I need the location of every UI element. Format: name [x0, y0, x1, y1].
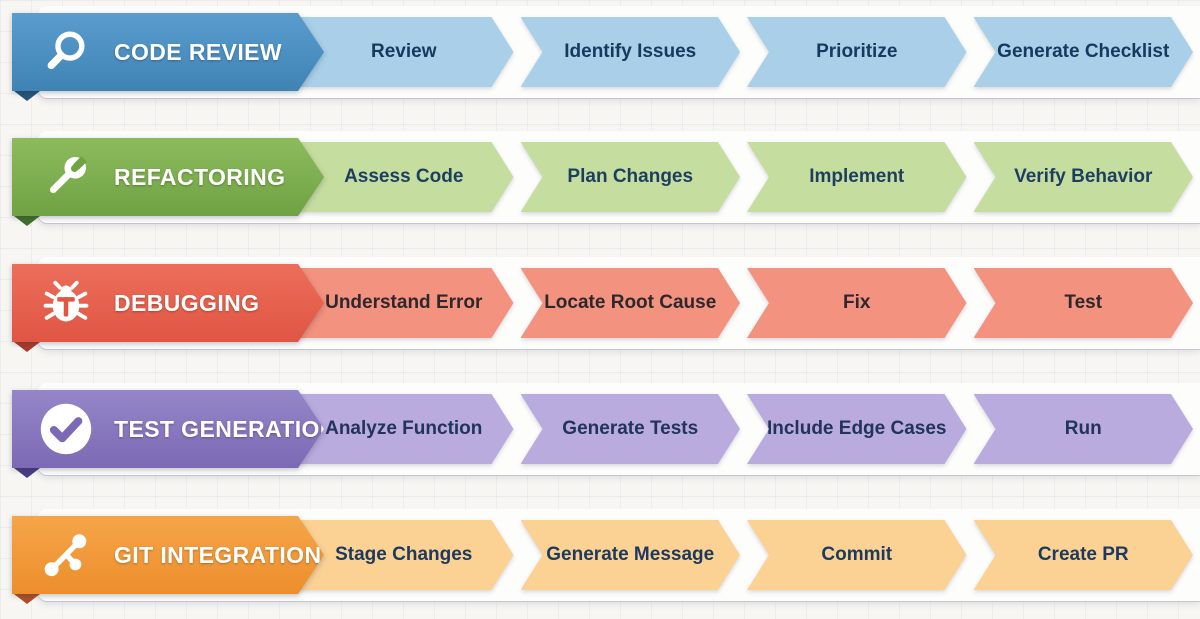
step-chevron: Identify Issues [521, 17, 741, 87]
steps-strip: Stage Changes Generate Message Commit Cr… [294, 520, 1193, 590]
workflow-row-test-generation: Analyze Function Generate Tests Include … [0, 383, 1200, 493]
steps-strip: Understand Error Locate Root Cause Fix T… [294, 268, 1193, 338]
row-title: GIT INTEGRATION [114, 541, 322, 568]
step-chevron: Test [974, 268, 1194, 338]
step-chevron: Plan Changes [521, 142, 741, 212]
workflow-row-git-integration: Stage Changes Generate Message Commit Cr… [0, 509, 1200, 619]
step-chevron: Prioritize [747, 17, 967, 87]
step-chevron: Generate Tests [521, 394, 741, 464]
step-chevron: Analyze Function [294, 394, 514, 464]
ribbon-fold [14, 91, 40, 101]
git-branch-icon [38, 527, 94, 583]
ribbon-fold [14, 216, 40, 226]
row-title: REFACTORING [114, 163, 286, 190]
row-title: CODE REVIEW [114, 38, 282, 65]
step-chevron: Understand Error [294, 268, 514, 338]
steps-strip: Analyze Function Generate Tests Include … [294, 394, 1193, 464]
workflow-row-refactoring: Assess Code Plan Changes Implement Verif… [0, 131, 1200, 241]
step-chevron: Generate Checklist [974, 17, 1194, 87]
row-header: TEST GENERATION [12, 390, 324, 468]
workflow-row-code-review: Review Identify Issues Prioritize Genera… [0, 6, 1200, 116]
step-chevron: Create PR [974, 520, 1194, 590]
row-header: DEBUGGING [12, 264, 324, 342]
step-chevron: Verify Behavior [974, 142, 1194, 212]
steps-strip: Review Identify Issues Prioritize Genera… [294, 17, 1193, 87]
ribbon-fold [14, 594, 40, 604]
search-icon [38, 24, 94, 80]
row-header: CODE REVIEW [12, 13, 324, 91]
step-chevron: Run [974, 394, 1194, 464]
bug-icon [38, 275, 94, 331]
step-chevron: Include Edge Cases [747, 394, 967, 464]
wrench-icon [38, 149, 94, 205]
step-chevron: Commit [747, 520, 967, 590]
steps-strip: Assess Code Plan Changes Implement Verif… [294, 142, 1193, 212]
ribbon-fold [14, 342, 40, 352]
row-header: REFACTORING [12, 138, 324, 216]
step-chevron: Generate Message [521, 520, 741, 590]
row-title: TEST GENERATION [114, 415, 337, 442]
row-header: GIT INTEGRATION [12, 516, 324, 594]
ribbon-fold [14, 468, 40, 478]
workflow-row-debugging: Understand Error Locate Root Cause Fix T… [0, 257, 1200, 367]
step-chevron: Implement [747, 142, 967, 212]
step-chevron: Assess Code [294, 142, 514, 212]
step-chevron: Stage Changes [294, 520, 514, 590]
step-chevron: Locate Root Cause [521, 268, 741, 338]
step-chevron: Fix [747, 268, 967, 338]
row-title: DEBUGGING [114, 289, 260, 316]
check-circle-icon [38, 401, 94, 457]
step-chevron: Review [294, 17, 514, 87]
